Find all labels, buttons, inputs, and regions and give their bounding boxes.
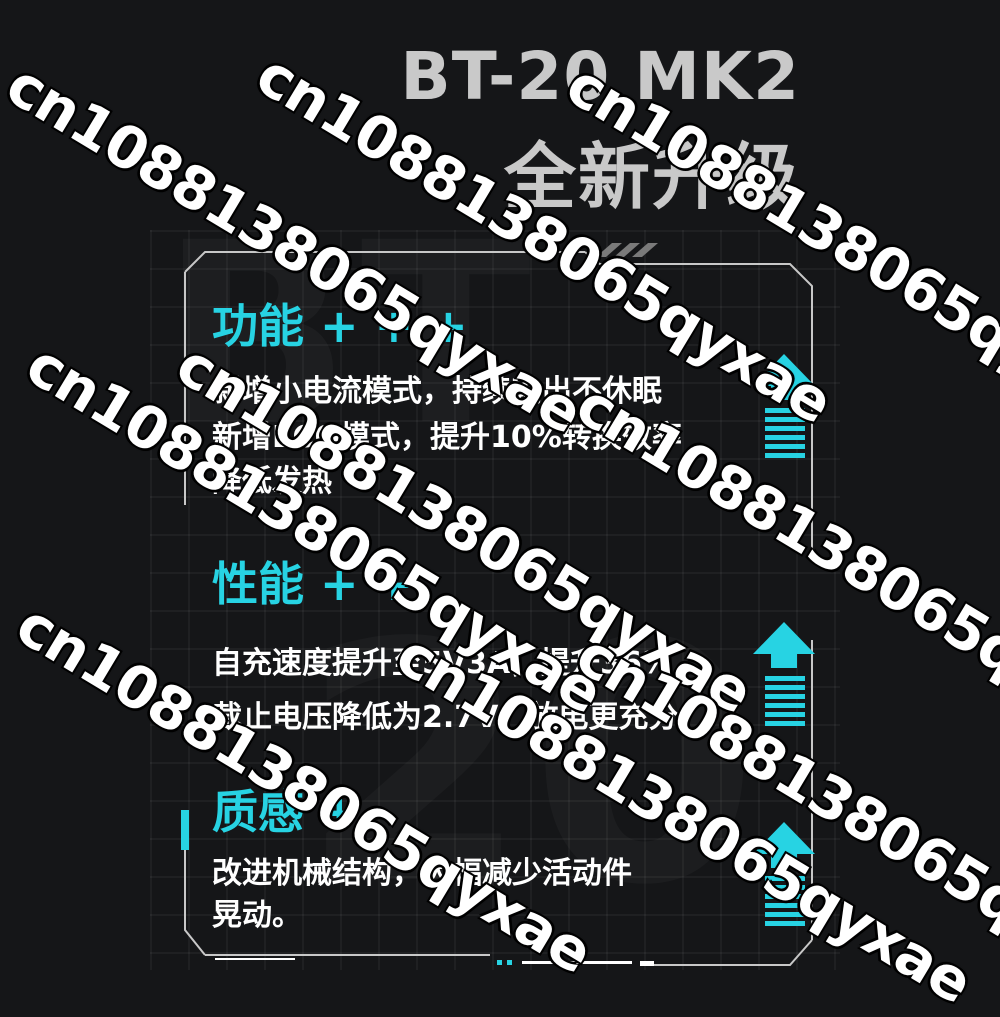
upgrade-subtitle: 全新升级	[503, 135, 800, 219]
product-model-title: BT-20 MK2	[400, 38, 800, 115]
function-line-2: 新增ECO模式，提升10%转换效率	[212, 420, 682, 455]
up-arrow-icon	[753, 622, 815, 726]
up-arrow-icon	[753, 354, 815, 458]
function-line-3: 降低发热	[212, 464, 332, 499]
section-title-performance: 性能 + +	[212, 557, 414, 611]
section-title-function: 功能 + + +	[212, 299, 468, 353]
quality-line-1: 改进机械结构，大幅减少活动件	[212, 856, 632, 891]
performance-line-1: 自充速度提升至5V3A，提升36%	[212, 646, 672, 681]
performance-line-2: 截止电压降低为2.7V，放电更充分	[212, 700, 679, 735]
quality-line-2: 晃动。	[212, 898, 302, 933]
section-title-quality: 质感 +	[212, 785, 359, 839]
function-line-1: 新增小电流模式，持续输出不休眠	[212, 374, 662, 409]
up-arrow-icon	[753, 822, 815, 926]
background-grid	[150, 230, 840, 970]
